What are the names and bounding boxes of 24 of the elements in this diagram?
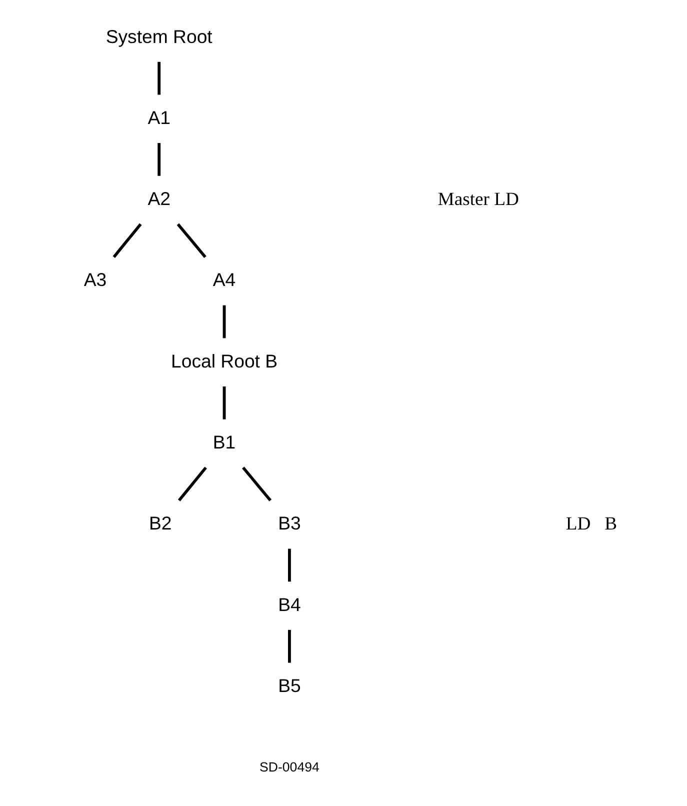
node-text: A2 xyxy=(147,188,170,210)
label: Master LD xyxy=(437,189,518,210)
connector xyxy=(112,223,142,258)
node-text: B4 xyxy=(278,594,300,615)
connector xyxy=(242,466,272,502)
connector xyxy=(288,630,290,663)
connector xyxy=(177,466,206,502)
connector xyxy=(157,143,160,176)
node-text: B1 xyxy=(212,431,236,452)
node-text: A1 xyxy=(147,106,170,128)
node-text: A4 xyxy=(212,269,236,290)
connector xyxy=(176,223,206,258)
connector xyxy=(288,548,290,582)
label: SD-00494 xyxy=(259,759,319,774)
node-text: B2 xyxy=(148,512,172,534)
node-text: B3 xyxy=(278,512,300,534)
node-text: Local Root B xyxy=(170,350,278,372)
connector xyxy=(222,305,226,338)
label: LD B xyxy=(565,514,617,535)
node-text: B5 xyxy=(278,674,300,696)
connector xyxy=(157,62,160,95)
node-text: System Root xyxy=(105,26,212,47)
node-text: A3 xyxy=(83,269,106,290)
connector xyxy=(222,386,226,420)
